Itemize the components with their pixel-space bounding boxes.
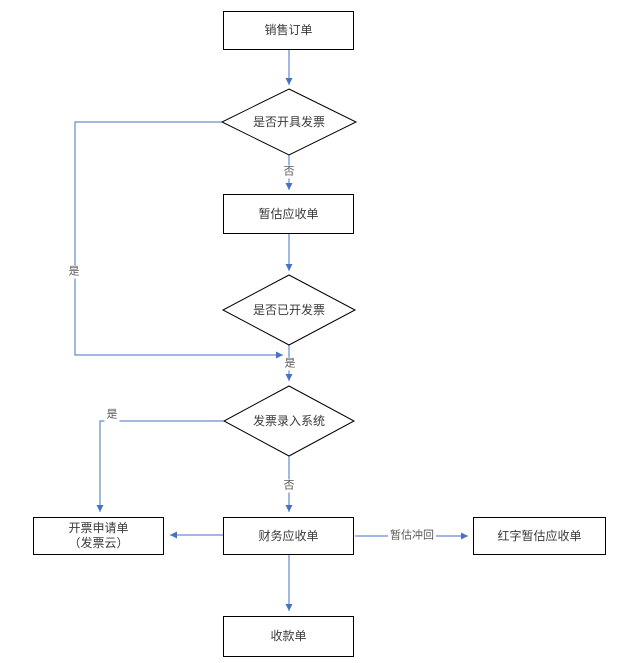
node-finance-receivable: 财务应收单	[223, 517, 354, 555]
node-invoice-application: 开票申请单 （发票云）	[33, 517, 164, 555]
node-sales-order-label: 销售订单	[264, 23, 313, 37]
node-finance-receivable-label: 财务应收单	[258, 528, 319, 543]
node-estimated-receivable: 暂估应收单	[223, 194, 354, 234]
edge-label-yes-loop: 是	[66, 265, 82, 279]
edge-label-no-from-entry-system: 否	[281, 479, 297, 493]
edge-decision-issue-invoice-yes-loop	[74, 121, 283, 359]
node-invoice-application-label-line1: 开票申请单	[68, 521, 129, 535]
node-red-letter-estimated-receivable-label: 红字暂估应收单	[497, 528, 582, 543]
node-sales-order: 销售订单	[223, 11, 354, 50]
decision-invoice-issued-shape	[221, 274, 357, 346]
node-invoice-application-label-line2: （发票云）	[68, 536, 129, 550]
edge-label-yes-from-entry-system: 是	[104, 408, 120, 422]
node-receipt: 收款单	[223, 616, 354, 657]
node-estimated-receivable-label: 暂估应收单	[258, 206, 319, 221]
decision-issue-invoice-shape	[220, 88, 358, 156]
node-red-letter-estimated-receivable: 红字暂估应收单	[473, 517, 606, 555]
edge-label-yes-after-invoice-issued: 是	[282, 357, 298, 371]
edge-label-estimate-reversal: 暂估冲回	[388, 529, 436, 543]
node-receipt-label: 收款单	[270, 629, 307, 643]
decision-invoice-entry-system-shape	[222, 385, 356, 457]
edge-entry-system-yes-to-invoice-application	[96, 420, 224, 512]
edge-label-no-after-issue-invoice: 否	[281, 165, 297, 179]
